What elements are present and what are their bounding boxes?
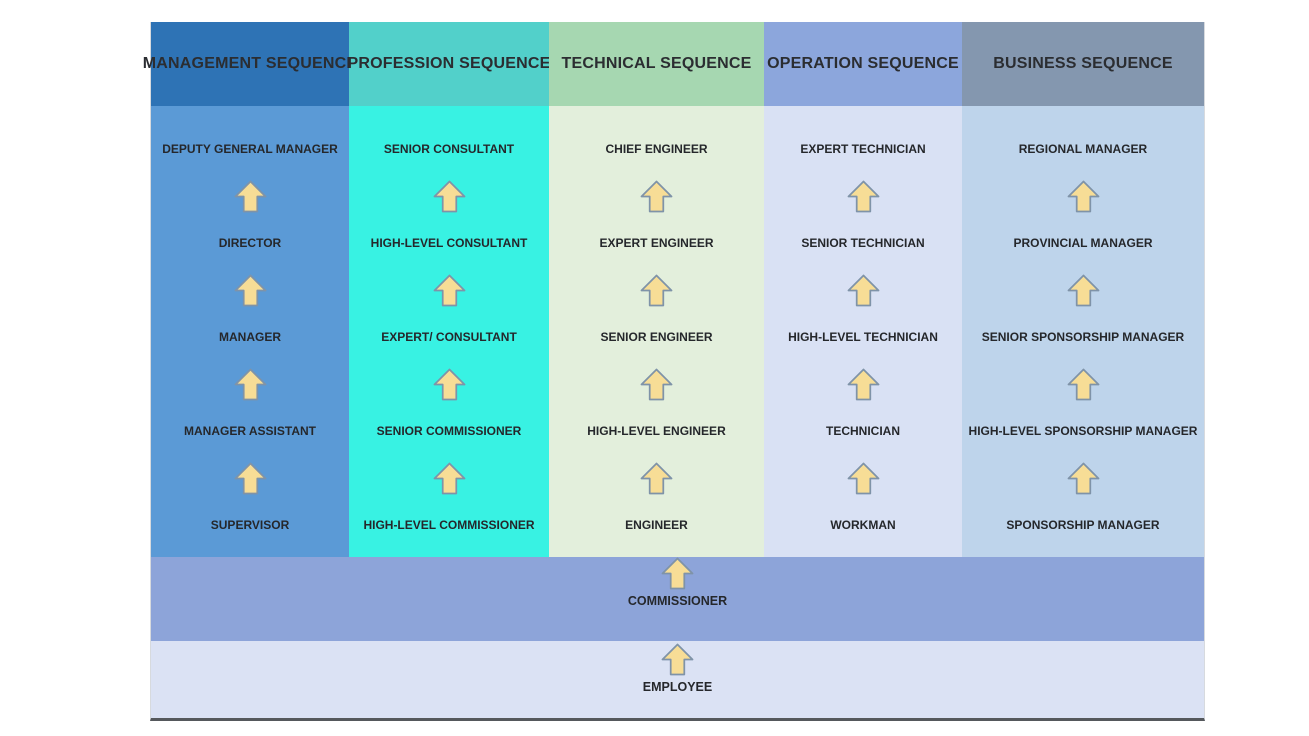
role-label: EXPERT ENGINEER bbox=[599, 236, 714, 250]
column-operation-sequence: OPERATION SEQUENCE EXPERT TECHNICIAN SEN… bbox=[764, 22, 962, 557]
up-arrow-icon bbox=[640, 274, 673, 307]
role-label: CHIEF ENGINEER bbox=[605, 142, 708, 156]
role-label: MANAGER bbox=[219, 330, 281, 344]
up-arrow-icon bbox=[234, 180, 266, 213]
up-arrow-icon bbox=[847, 274, 879, 307]
band-commissioner: COMMISSIONER bbox=[151, 557, 1204, 641]
up-arrow-icon bbox=[433, 274, 465, 307]
up-arrow-icon bbox=[433, 368, 465, 401]
column-body: DEPUTY GENERAL MANAGER DIRECTOR MANAGER … bbox=[151, 106, 349, 557]
up-arrow-icon bbox=[661, 643, 694, 676]
column-management-sequence: MANAGEMENT SEQUENCE DEPUTY GENERAL MANAG… bbox=[143, 22, 357, 557]
sequence-columns: MANAGEMENT SEQUENCE DEPUTY GENERAL MANAG… bbox=[143, 22, 1204, 557]
column-business-sequence: BUSINESS SEQUENCE REGIONAL MANAGER PROVI… bbox=[962, 22, 1204, 557]
role-label: ENGINEER bbox=[625, 518, 688, 532]
column-body: CHIEF ENGINEER EXPERT ENGINEER SENIOR EN… bbox=[549, 106, 764, 557]
up-arrow-icon bbox=[661, 557, 694, 590]
column-technical-sequence: TECHNICAL SEQUENCE CHIEF ENGINEER EXPERT… bbox=[549, 22, 764, 557]
up-arrow-icon bbox=[234, 368, 266, 401]
up-arrow-icon bbox=[234, 274, 266, 307]
column-body: REGIONAL MANAGER PROVINCIAL MANAGER SENI… bbox=[962, 106, 1204, 557]
up-arrow-icon bbox=[1067, 274, 1099, 307]
column-header: PROFESSION SEQUENCE bbox=[348, 22, 550, 106]
role-label: SENIOR COMMISSIONER bbox=[376, 424, 522, 438]
up-arrow-icon bbox=[640, 462, 673, 495]
up-arrow-icon bbox=[847, 368, 879, 401]
column-header: BUSINESS SEQUENCE bbox=[962, 22, 1204, 106]
role-label: SENIOR ENGINEER bbox=[600, 330, 713, 344]
role-label: EXPERT/ CONSULTANT bbox=[381, 330, 517, 344]
column-header: OPERATION SEQUENCE bbox=[764, 22, 962, 106]
role-label: REGIONAL MANAGER bbox=[1018, 142, 1148, 156]
column-body: SENIOR CONSULTANT HIGH-LEVEL CONSULTANT … bbox=[349, 106, 549, 557]
role-label: SPONSORSHIP MANAGER bbox=[1006, 518, 1160, 532]
up-arrow-icon bbox=[234, 462, 266, 495]
column-body: EXPERT TECHNICIAN SENIOR TECHNICIAN HIGH… bbox=[764, 106, 962, 557]
up-arrow-icon bbox=[1067, 180, 1099, 213]
up-arrow-icon bbox=[1067, 368, 1099, 401]
up-arrow-icon bbox=[1067, 462, 1099, 495]
column-header: TECHNICAL SEQUENCE bbox=[549, 22, 764, 106]
role-label: HIGH-LEVEL SPONSORSHIP MANAGER bbox=[968, 424, 1198, 438]
career-sequence-diagram: MANAGEMENT SEQUENCE DEPUTY GENERAL MANAG… bbox=[143, 22, 1205, 721]
column-header: MANAGEMENT SEQUENCE bbox=[143, 22, 357, 106]
role-label: HIGH-LEVEL COMMISSIONER bbox=[363, 518, 535, 532]
role-label: DEPUTY GENERAL MANAGER bbox=[162, 142, 338, 156]
role-label: HIGH-LEVEL TECHNICIAN bbox=[788, 330, 938, 344]
band-employee: EMPLOYEE bbox=[151, 641, 1204, 718]
role-label: WORKMAN bbox=[830, 518, 896, 532]
up-arrow-icon bbox=[433, 462, 465, 495]
role-label: SENIOR SPONSORSHIP MANAGER bbox=[981, 330, 1185, 344]
up-arrow-icon bbox=[640, 180, 673, 213]
up-arrow-icon bbox=[847, 180, 879, 213]
up-arrow-icon bbox=[640, 368, 673, 401]
role-label: EXPERT TECHNICIAN bbox=[800, 142, 926, 156]
role-label: SENIOR TECHNICIAN bbox=[801, 236, 925, 250]
role-label: HIGH-LEVEL ENGINEER bbox=[587, 424, 726, 438]
role-label: PROVINCIAL MANAGER bbox=[1013, 236, 1153, 250]
band-label: COMMISSIONER bbox=[627, 594, 728, 608]
band-label: EMPLOYEE bbox=[642, 680, 713, 694]
role-label: HIGH-LEVEL CONSULTANT bbox=[370, 236, 528, 250]
role-label: SENIOR CONSULTANT bbox=[383, 142, 515, 156]
role-label: DIRECTOR bbox=[218, 236, 282, 250]
up-arrow-icon bbox=[847, 462, 879, 495]
role-label: SUPERVISOR bbox=[210, 518, 290, 532]
up-arrow-icon bbox=[433, 180, 465, 213]
column-profession-sequence: PROFESSION SEQUENCE SENIOR CONSULTANT HI… bbox=[348, 22, 550, 557]
role-label: MANAGER ASSISTANT bbox=[184, 424, 316, 438]
role-label: TECHNICIAN bbox=[826, 424, 900, 438]
